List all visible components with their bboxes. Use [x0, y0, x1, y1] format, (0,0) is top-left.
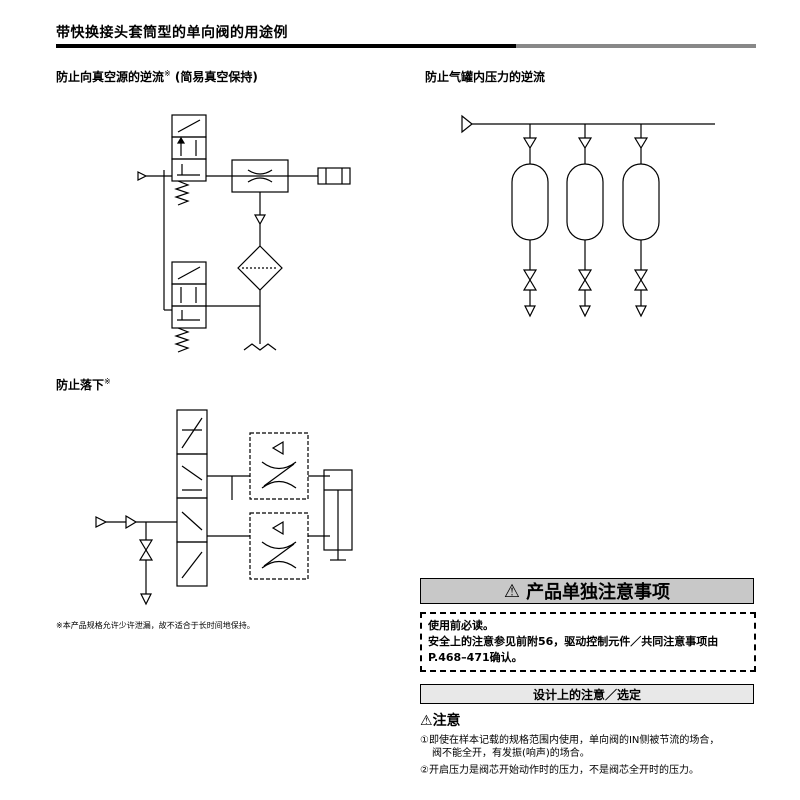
- caution-item-2: ②开启压力是阀芯开始动作时的压力，不是阀芯全开时的压力。: [420, 765, 699, 776]
- read-before-use-box: 使用前必读。 安全上的注意参见前附56，驱动控制元件／共同注意事项由 P.468…: [420, 612, 756, 672]
- caution-heading: ⚠注意: [420, 713, 461, 729]
- footnote: ※本产品规格允许少许泄漏，故不适合于长时间地保持。: [56, 621, 255, 630]
- section-drop-label: 防止落下※: [56, 377, 111, 392]
- page-title: 带快换接头套筒型的单向阀的用途例: [56, 25, 288, 41]
- section-tank-label: 防止气罐内压力的逆流: [425, 70, 546, 84]
- design-selection-bar: 设计上的注意／选定: [420, 684, 754, 704]
- tank-unit-3: [622, 124, 660, 318]
- notice-line: 使用前必读。: [428, 619, 494, 632]
- section-vacuum-label: 防止向真空源的逆流※ (简易真空保持): [56, 69, 258, 84]
- warning-banner: ⚠ 产品单独注意事项: [420, 578, 754, 604]
- title-rule: [56, 44, 756, 48]
- tank-unit-1: [511, 124, 549, 318]
- notice-line: 安全上的注意参见前附56，驱动控制元件／共同注意事项由: [428, 635, 719, 648]
- notice-line: P.468–471确认。: [428, 651, 523, 664]
- tank-unit-2: [566, 124, 604, 318]
- warning-triangle-icon: ⚠: [503, 580, 521, 602]
- caution-triangle-icon: ⚠: [420, 713, 433, 729]
- warning-title: 产品单独注意事项: [526, 582, 671, 603]
- caution-item-1: ①即使在样本记载的规格范围内使用，单向阀的IN侧被节流的场合， 阀不能全开，有发…: [420, 735, 720, 759]
